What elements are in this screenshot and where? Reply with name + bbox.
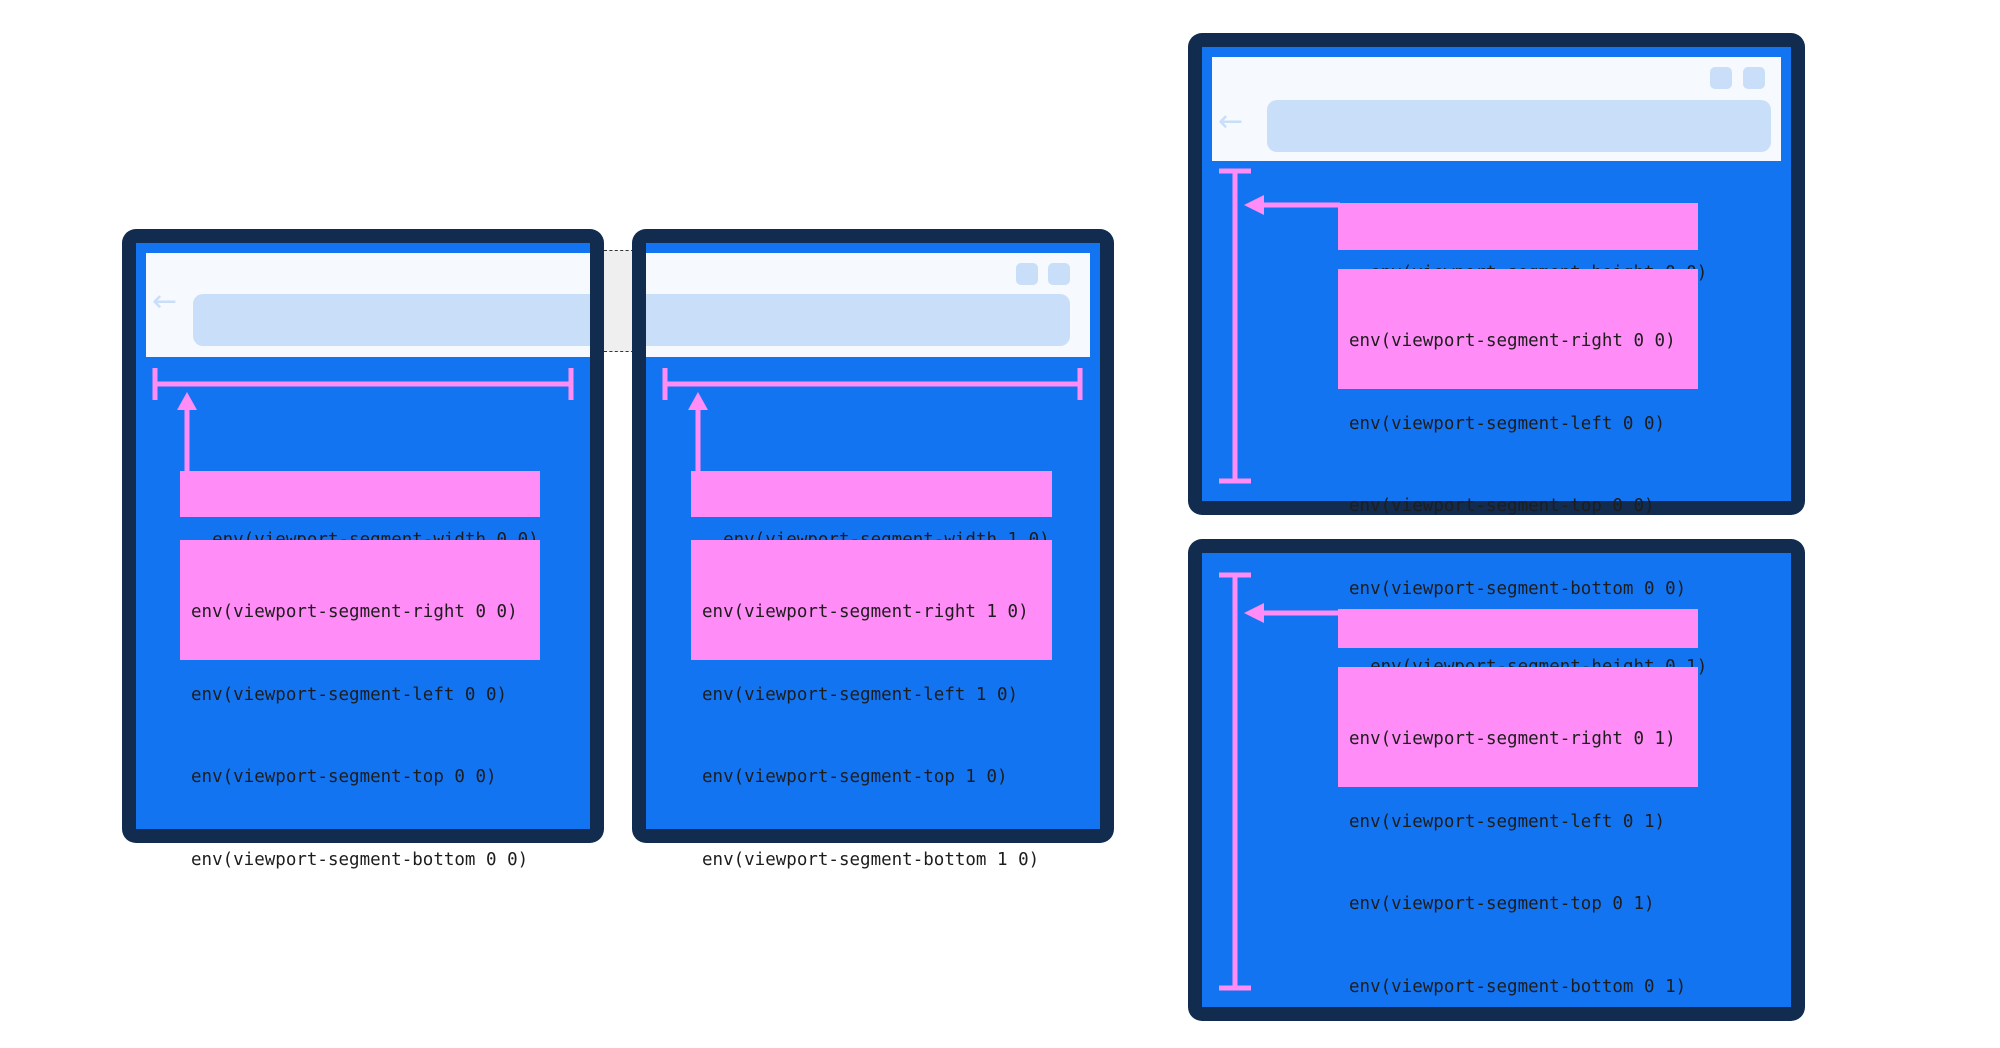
window-button-icon[interactable] [1016, 263, 1038, 285]
segment-width-label: env(viewport-segment-width 1 0) [691, 471, 1052, 550]
device-segment-1-0 [632, 229, 1114, 843]
browser-chrome: ← [1212, 57, 1781, 161]
segment-height-label: env(viewport-segment-height 0 0) [1338, 203, 1707, 283]
window-button-icon[interactable] [1048, 263, 1070, 285]
segment-left-label: env(viewport-segment-left 1 0) [702, 684, 1019, 705]
segment-bottom-label: env(viewport-segment-bottom 0 0) [191, 849, 529, 870]
window-button-icon[interactable] [1710, 67, 1732, 89]
segment-bottom-label: env(viewport-segment-bottom 1 0) [702, 849, 1040, 870]
segment-height-label: env(viewport-segment-height 0 1) [1338, 609, 1707, 677]
segment-right-label: env(viewport-segment-right 1 0) [702, 602, 1029, 622]
segment-right-label: env(viewport-segment-right 0 0) [191, 602, 518, 622]
segment-left-label: env(viewport-segment-left 0 0) [1349, 413, 1666, 434]
screen-segment-0-0: ← [136, 243, 590, 829]
browser-chrome: ← [146, 253, 590, 357]
segment-left-label: env(viewport-segment-left 0 1) [1349, 811, 1666, 832]
browser-chrome [646, 253, 1090, 357]
segment-position-labels: env(viewport-segment-right 0 1) env(view… [1338, 667, 1698, 997]
segment-right-label: env(viewport-segment-right 0 1) [1349, 729, 1676, 749]
device-segment-0-0: ← [122, 229, 604, 843]
segment-position-labels: env(viewport-segment-right 0 0) env(view… [1338, 269, 1698, 599]
address-bar[interactable] [193, 294, 590, 346]
segment-left-label: env(viewport-segment-left 0 0) [191, 684, 508, 705]
segment-bottom-label: env(viewport-segment-bottom 0 1) [1349, 976, 1687, 997]
address-bar[interactable] [1267, 100, 1771, 152]
back-arrow-icon[interactable]: ← [152, 284, 178, 319]
back-arrow-icon[interactable]: ← [1218, 104, 1244, 139]
segment-top-label: env(viewport-segment-top 0 1) [1349, 894, 1655, 914]
segment-top-label: env(viewport-segment-top 0 0) [1349, 496, 1655, 516]
segment-position-labels: env(viewport-segment-right 1 0) env(view… [691, 540, 1052, 870]
segment-position-labels: env(viewport-segment-right 0 0) env(view… [180, 540, 540, 870]
window-button-icon[interactable] [1743, 67, 1765, 89]
segment-width-label: env(viewport-segment-width 0 0) [180, 471, 540, 550]
segment-top-label: env(viewport-segment-top 0 0) [191, 767, 497, 787]
address-bar[interactable] [646, 294, 1070, 346]
segment-right-label: env(viewport-segment-right 0 0) [1349, 331, 1676, 351]
segment-top-label: env(viewport-segment-top 1 0) [702, 767, 1008, 787]
screen-segment-1-0 [646, 243, 1100, 829]
hinge-gap [604, 250, 634, 352]
segment-bottom-label: env(viewport-segment-bottom 0 0) [1349, 578, 1687, 599]
